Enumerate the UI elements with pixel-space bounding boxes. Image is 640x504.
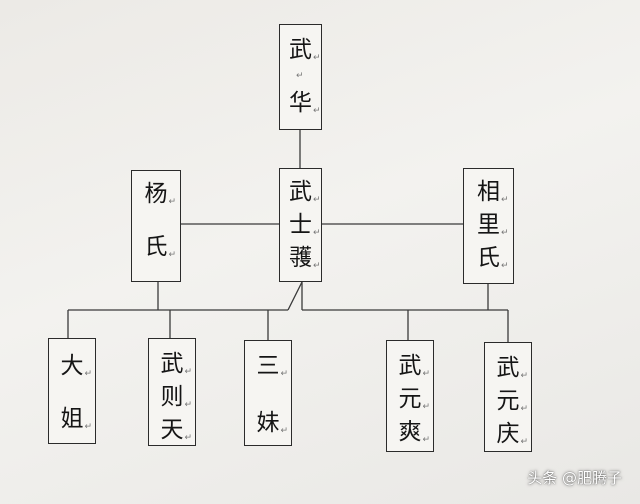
node-char: 三 bbox=[257, 355, 289, 380]
node-yang-shi: 杨 氏 bbox=[131, 170, 181, 282]
node-char: 则 bbox=[161, 386, 193, 411]
node-char: 华 bbox=[289, 92, 321, 117]
node-char: 武 bbox=[289, 181, 321, 206]
node-char: 里 bbox=[477, 214, 509, 239]
connector-wushihuo-to-yang-children bbox=[287, 281, 303, 311]
node-char: 姐 bbox=[61, 408, 93, 433]
paragraph-mark: ↵ bbox=[296, 71, 304, 81]
node-char: 彟 bbox=[289, 247, 321, 272]
node-char: 氏 bbox=[477, 247, 509, 272]
node-char: 氏 bbox=[145, 236, 177, 261]
node-char: 武 bbox=[399, 355, 431, 380]
node-char: 武 bbox=[289, 39, 321, 64]
node-char: 爽 bbox=[399, 421, 431, 446]
node-wu-shihuo: 武 士 彟 bbox=[279, 168, 322, 282]
node-char: 武 bbox=[161, 353, 193, 378]
node-san-mei: 三 妹 bbox=[244, 340, 292, 446]
node-char: 相 bbox=[477, 181, 509, 206]
node-da-jie: 大 姐 bbox=[48, 338, 96, 444]
node-char: 杨 bbox=[145, 183, 177, 208]
node-char: 妹 bbox=[257, 412, 289, 437]
watermark-text: 头条 @肥腾子 bbox=[527, 469, 622, 487]
node-char: 天 bbox=[161, 419, 193, 444]
node-wu-hua: 武 华 ↵ bbox=[279, 24, 322, 130]
node-char: 士 bbox=[289, 214, 321, 239]
node-wu-zetian: 武 则 天 bbox=[148, 338, 196, 446]
node-xiangli-shi: 相 里 氏 bbox=[463, 168, 514, 284]
node-char: 大 bbox=[61, 355, 93, 380]
node-char: 元 bbox=[399, 388, 431, 413]
node-char: 元 bbox=[497, 390, 529, 415]
node-wu-yuanshuang: 武 元 爽 bbox=[386, 340, 434, 452]
node-char: 武 bbox=[497, 357, 529, 382]
node-wu-yuanqing: 武 元 庆 bbox=[484, 342, 532, 452]
node-char: 庆 bbox=[497, 423, 529, 448]
